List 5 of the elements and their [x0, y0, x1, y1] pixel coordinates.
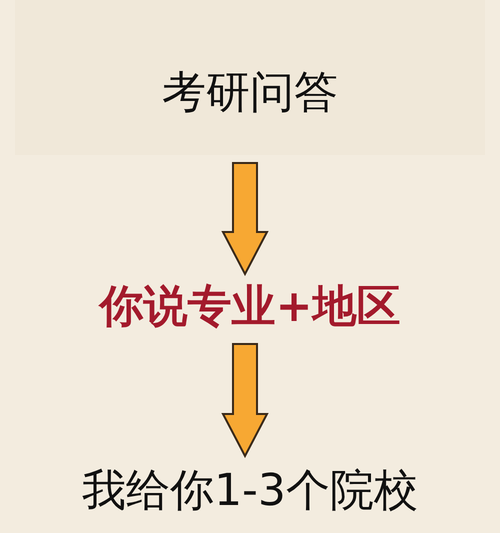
- block-arrow: [221, 343, 269, 458]
- answer-text: 我给你1-3个院校: [82, 469, 418, 513]
- subtitle-text: 你说专业+地区: [100, 285, 400, 329]
- block-arrow: [221, 162, 269, 276]
- title-text: 考研问答: [162, 70, 338, 114]
